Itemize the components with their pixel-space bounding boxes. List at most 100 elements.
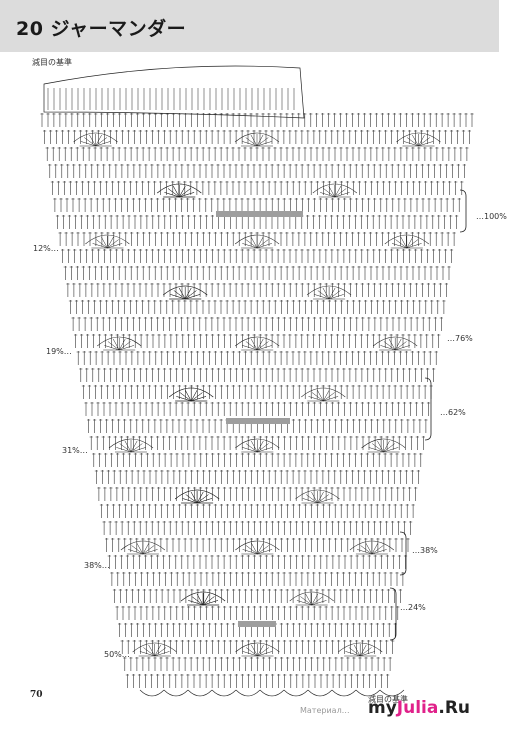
stitch-row <box>94 470 420 484</box>
stitch-row <box>79 368 436 382</box>
bracket <box>459 189 467 233</box>
stitch-row <box>50 181 464 195</box>
stitch-row <box>110 572 405 586</box>
shell-fan <box>126 542 159 555</box>
stitch-row <box>45 147 469 161</box>
chain-arc <box>132 642 177 653</box>
shell-fan <box>344 644 377 657</box>
stitch-row <box>48 164 466 178</box>
shell-fan <box>241 134 273 147</box>
top-band-stitches <box>47 88 295 110</box>
label-percent-76: …76% <box>447 334 473 343</box>
label-percent-50: 50%… <box>104 650 130 659</box>
top-band-outline <box>43 65 305 119</box>
stitch-row <box>99 504 415 518</box>
shell-fan <box>307 389 340 402</box>
shell-fan <box>138 644 171 657</box>
stitch-row <box>40 113 474 127</box>
chain-arc <box>312 183 358 194</box>
shell-fan <box>241 644 274 657</box>
shell-fan <box>241 338 274 351</box>
shell-fan <box>163 185 196 198</box>
shell-fan <box>175 389 208 402</box>
shell-fan <box>313 287 346 300</box>
stitch-row <box>107 555 408 569</box>
label-percent-38-left: 38%… <box>84 561 110 570</box>
label-percent-62: …62% <box>440 408 466 417</box>
chain-arc <box>180 591 226 602</box>
chain-arc <box>235 540 280 551</box>
chain-arc <box>108 438 154 449</box>
chain-arc <box>295 489 340 500</box>
label-percent-12: 12%… <box>33 244 59 253</box>
header-bar <box>0 0 499 52</box>
shell-fan <box>390 236 423 249</box>
shell-fan <box>79 134 112 147</box>
chain-arc <box>157 183 202 194</box>
shell-fan <box>181 491 214 504</box>
chain-arc <box>235 336 280 347</box>
shell-fan <box>241 542 274 555</box>
shell-fan <box>115 440 147 453</box>
stitch-row <box>81 385 433 399</box>
stitch-row <box>43 130 471 144</box>
chain-arc <box>338 642 383 653</box>
stitch-row <box>112 589 402 603</box>
shell-fan <box>301 491 334 504</box>
stitch-row <box>58 232 456 246</box>
page-number: 70 <box>30 690 43 700</box>
chain-arc <box>85 234 130 245</box>
chain-arc <box>306 285 352 296</box>
label-percent-31: 31%… <box>62 446 88 455</box>
shell-fan <box>241 440 274 453</box>
shell-fan <box>187 593 220 606</box>
bracket <box>389 587 397 641</box>
bottom-edge <box>139 689 405 697</box>
stitch-row <box>115 606 400 620</box>
chain-arc <box>174 489 220 500</box>
shell-fan <box>367 440 400 453</box>
chain-arc <box>361 438 406 449</box>
shell-fan <box>241 236 274 249</box>
decrease-highlight <box>216 211 303 217</box>
stitch-row <box>102 521 413 535</box>
stitch-row <box>74 334 441 348</box>
shell-fan <box>318 185 351 198</box>
shell-fan <box>91 236 124 249</box>
page-title: 20 ジャーマンダー <box>16 18 187 40</box>
bracket <box>399 531 407 576</box>
stitch-row <box>97 487 418 501</box>
bracket <box>424 377 432 441</box>
stitch-row <box>66 283 448 297</box>
stitch-row <box>53 198 461 212</box>
label-percent-19: 19%… <box>46 347 72 356</box>
chain-arc <box>97 336 142 347</box>
chain-arc <box>120 540 166 551</box>
stitch-row <box>71 317 443 331</box>
chain-arc <box>289 591 334 602</box>
watermark-text: Материал… <box>300 706 350 715</box>
watermark-logo: myJulia.Ru <box>368 698 471 718</box>
stitch-row <box>55 215 459 229</box>
chain-arc <box>396 132 441 143</box>
stitch-row <box>76 351 438 365</box>
chain-arc <box>234 132 280 143</box>
label-percent-100: …100% <box>476 212 507 221</box>
stitch-row <box>105 538 410 552</box>
chain-arc <box>235 642 280 653</box>
stitch-row <box>123 657 392 671</box>
chain-arc <box>168 387 214 398</box>
stitch-row <box>68 300 446 314</box>
stitch-row <box>63 266 451 280</box>
shell-fan <box>295 593 328 606</box>
stitch-row <box>84 402 431 416</box>
label-reduction-base-bottom: 減目の基準 <box>368 695 408 704</box>
chain-arc <box>372 336 418 347</box>
stitch-row <box>125 674 390 688</box>
chain-arc <box>349 540 395 551</box>
stitch-row <box>89 436 425 450</box>
chain-arc <box>384 234 430 245</box>
label-percent-38-right: …38% <box>412 546 438 555</box>
shell-fan <box>402 134 435 147</box>
